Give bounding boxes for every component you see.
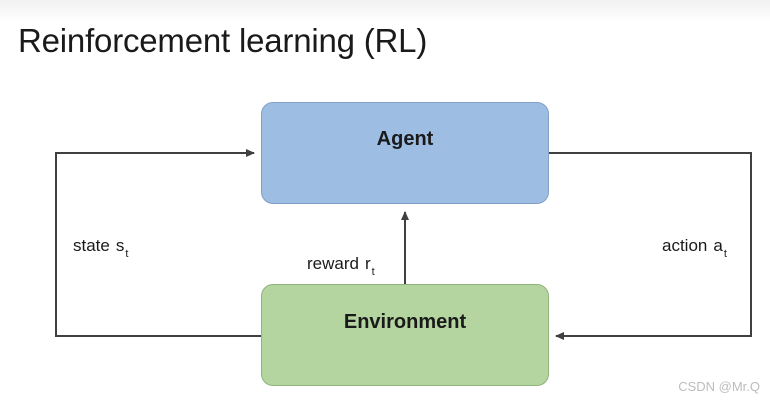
state-word: state (73, 236, 110, 255)
agent-box: Agent (261, 102, 549, 204)
watermark: CSDN @Mr.Q (678, 379, 760, 394)
action-arrow (549, 152, 752, 340)
environment-label: Environment (343, 310, 467, 333)
state-symbol: s (115, 236, 125, 255)
action-subscript: t (723, 248, 727, 260)
action-word: action (662, 236, 708, 255)
agent-label: Agent (376, 127, 434, 150)
action-symbol: a (713, 236, 723, 255)
page-title: Reinforcement learning (RL) (18, 22, 428, 59)
environment-box: Environment (261, 284, 549, 386)
state-subscript: t (125, 248, 129, 260)
state-arrow (55, 149, 261, 337)
top-strip (0, 0, 770, 22)
reward-word: reward (307, 254, 359, 273)
reward-subscript: t (371, 266, 375, 278)
reward-symbol: r (364, 254, 371, 273)
